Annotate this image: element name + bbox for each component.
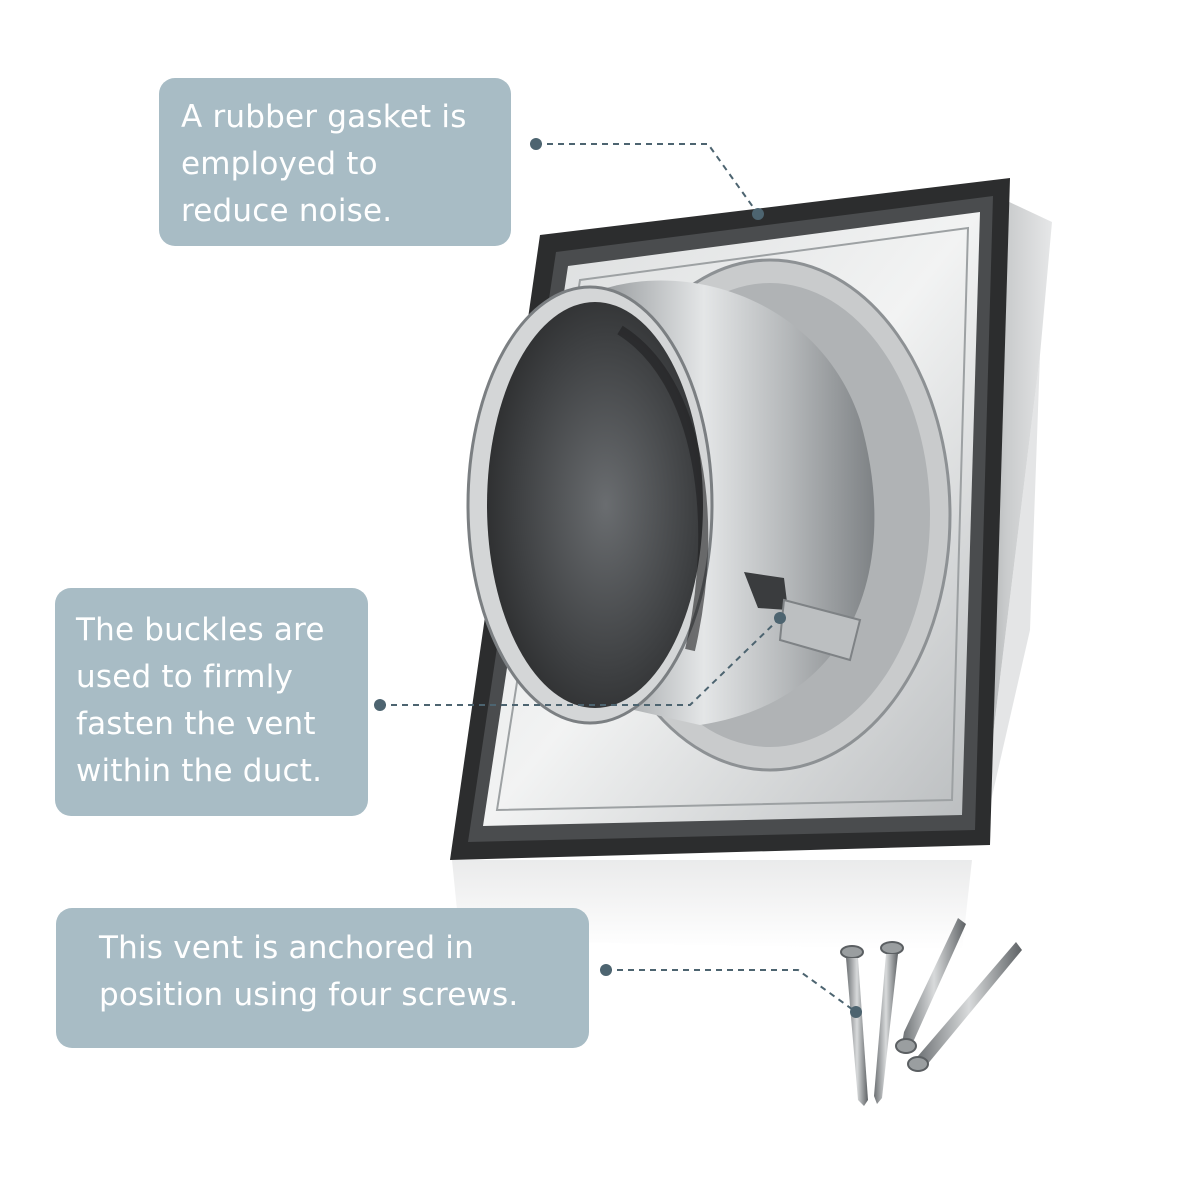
screw-4 [907,942,1022,1072]
callout-screws: This vent is anchored in position using … [56,908,589,1048]
callout-line: fasten the vent [76,706,316,742]
callout-line: reduce noise. [181,193,393,229]
callout-line: This vent is anchored in [99,930,474,966]
screws-target-dot [850,1006,862,1018]
callout-line: employed to [181,146,378,182]
gasket-leader-dot [530,138,542,150]
buckles-leader-dot [374,699,386,711]
buckle-clip [744,572,788,610]
collar-opening [487,302,703,708]
callout-rubber-gasket: A rubber gasket is employed to reduce no… [159,78,511,246]
callout-buckles: The buckles are used to firmly fasten th… [55,588,368,816]
callout-line: The buckles are [76,612,325,648]
callout-line: used to firmly [76,659,294,695]
callout-line: A rubber gasket is [181,99,467,135]
callout-line: within the duct. [76,753,323,789]
callout-line: position using four screws. [99,977,519,1013]
screws-leader-line [606,969,857,1013]
screws-leader-dot [600,964,612,976]
screw-2 [874,941,904,1104]
buckles-target-dot [774,612,786,624]
gasket-target-dot [752,208,764,220]
buckles-leader-line [380,617,781,706]
screw-1 [840,945,868,1106]
gasket-leader-line [536,143,759,215]
screws [840,918,1022,1106]
screw-3 [895,918,966,1054]
